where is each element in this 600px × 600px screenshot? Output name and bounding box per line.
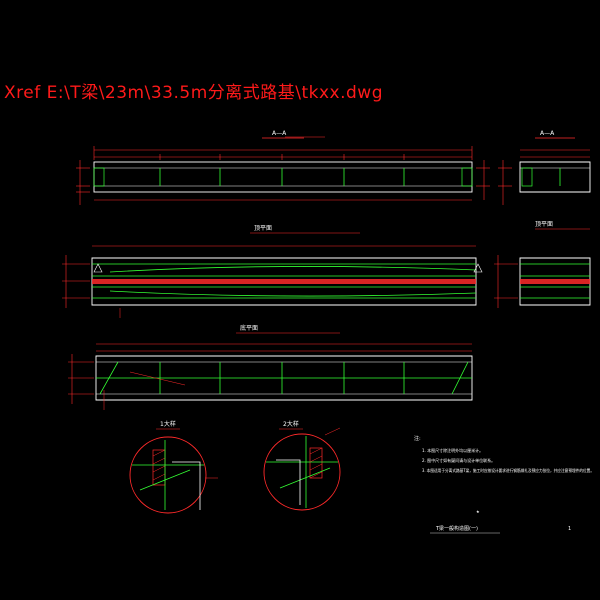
detail-2-rebar <box>266 436 338 508</box>
small-end-block <box>521 167 533 187</box>
section-aa-small-view: A—A <box>498 130 591 205</box>
title-block: ★ T梁一般构造图(一) 1 <box>430 509 571 534</box>
bottom-plan-diaphragms <box>96 361 472 395</box>
detail-2-hatch <box>309 447 323 479</box>
detail-1-circle <box>129 436 207 514</box>
note-item-3: 3. 本图适用于分离式路基T梁，施工时应按设计要求进行钢筋绑扎及预应力张拉，并应… <box>422 467 594 473</box>
top-plan-dim-left <box>62 255 90 308</box>
section-aa-small-label: A—A <box>540 130 555 137</box>
detail-1-rebar <box>132 440 204 510</box>
bottom-plan-label: 底平面 <box>240 324 258 332</box>
detail-2-circle <box>263 433 341 511</box>
end-block-left <box>93 167 105 187</box>
top-plan-small-dim <box>494 255 518 308</box>
dim-ticks <box>93 146 473 160</box>
top-plan-view: 顶平面 <box>62 225 483 318</box>
notes-heading: 注: <box>414 435 421 442</box>
dim-vertical-left <box>76 160 90 205</box>
note-item-1: 1. 本图尺寸除注明外均以厘米计。 <box>422 447 483 453</box>
detail-2-outline <box>276 459 301 505</box>
note-item-2: 2. 图中尺寸如有疑问请与设计单位联系。 <box>422 457 495 463</box>
dim-vertical-right <box>476 160 490 200</box>
detail-1-label: 1大样 <box>160 420 176 428</box>
bottom-plan-outline <box>95 355 473 401</box>
section-marker-left <box>93 263 103 273</box>
small-beam-outline <box>519 161 591 193</box>
top-plan-centerline-band <box>92 279 476 284</box>
diaphragm-lines <box>159 168 405 186</box>
detail-2-leader <box>324 427 341 436</box>
beam-elevation-outline <box>93 161 473 193</box>
detail-2-label: 2大样 <box>283 420 299 428</box>
title-mark: ★ <box>476 509 480 514</box>
top-plan-small-label: 顶平面 <box>535 221 553 228</box>
top-plan-small-view: 顶平面 <box>494 221 591 308</box>
detail-1-outline <box>172 461 201 510</box>
detail-2-hatch-block <box>309 447 323 479</box>
top-plan-small-band <box>520 279 590 284</box>
top-plan-rebar <box>92 263 477 299</box>
detail-1-view: 1大样 <box>129 420 218 514</box>
section-aa-view: A—A <box>76 130 490 205</box>
sheet-number: 1 <box>568 526 571 532</box>
section-aa-label: A—A <box>272 130 287 137</box>
bottom-plan-leader <box>129 371 186 386</box>
notes-block: 注: 1. 本图尺寸除注明外均以厘米计。 2. 图中尺寸如有疑问请与设计单位联系… <box>414 435 594 473</box>
xref-title: Xref E:\T梁\23m\33.5m分离式路基\tkxx.dwg <box>4 83 383 103</box>
top-plan-small-rebar <box>520 263 590 299</box>
section-marker-right <box>473 263 483 273</box>
bottom-plan-view: 底平面 <box>68 324 473 410</box>
small-dim-vertical <box>498 160 512 205</box>
detail-1-hatch <box>152 449 166 481</box>
detail-2-view: 2大样 <box>263 420 341 511</box>
top-plan-label: 顶平面 <box>254 225 272 232</box>
bottom-plan-dim-left <box>68 354 94 404</box>
bottom-plan-inner <box>96 361 472 395</box>
top-plan-small-outline <box>519 257 591 306</box>
end-block-right <box>461 167 473 187</box>
top-plan-outline <box>91 257 477 306</box>
drawing-title: T梁一般构造图(一) <box>435 525 478 532</box>
